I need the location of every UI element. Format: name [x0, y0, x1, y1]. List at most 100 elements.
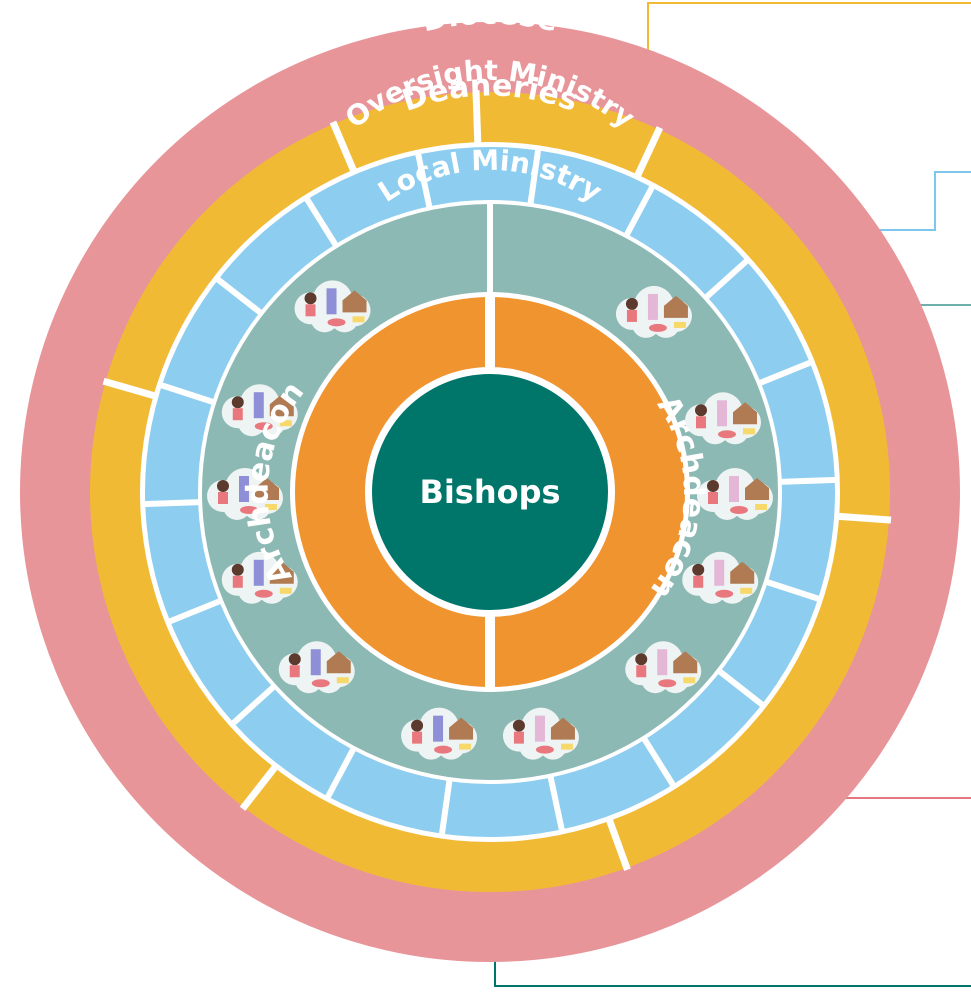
market-icon — [327, 318, 346, 327]
family-icon — [217, 480, 229, 492]
oversight-divider — [414, 151, 433, 209]
school-icon — [743, 428, 756, 435]
community-cluster — [207, 468, 283, 520]
oversight-divider — [303, 196, 339, 248]
community-cluster — [682, 551, 759, 604]
community-clusters — [207, 280, 773, 760]
bishops-label: Bishops — [419, 473, 560, 511]
family-icon — [635, 653, 648, 666]
church-icon — [647, 293, 658, 320]
community-cluster — [221, 384, 298, 437]
church-icon — [310, 649, 321, 676]
community-cluster — [278, 641, 355, 694]
community-cluster — [697, 468, 773, 520]
house-icon — [673, 651, 698, 674]
church-icon — [433, 715, 444, 742]
family-icon — [289, 665, 300, 678]
community-cluster — [221, 551, 298, 604]
deaneries-divider — [102, 377, 157, 400]
oversight-divider — [214, 276, 264, 316]
oversight-divider — [167, 597, 223, 625]
deaneries-divider — [836, 512, 892, 524]
market-icon — [648, 323, 667, 332]
community-cluster — [401, 707, 478, 760]
house-icon — [745, 478, 769, 500]
school-icon — [740, 587, 753, 594]
house-icon — [326, 651, 351, 674]
oversight-divider — [547, 775, 566, 833]
oversight-divider — [527, 147, 542, 206]
family-icon — [304, 292, 317, 305]
family-icon — [692, 563, 705, 576]
house-icon — [449, 717, 474, 740]
church-icon — [253, 392, 264, 419]
church-icon — [534, 715, 545, 742]
deaneries-divider — [239, 764, 279, 811]
school-icon — [352, 316, 365, 323]
market-icon — [535, 745, 554, 754]
oversight-divider — [703, 257, 750, 301]
family-icon — [626, 309, 637, 322]
family-icon — [231, 396, 244, 409]
market-icon — [434, 745, 453, 754]
oversight-divider — [143, 499, 201, 508]
family-icon — [708, 492, 718, 504]
market-icon — [730, 506, 748, 514]
market-icon — [254, 589, 273, 598]
deaneries-divider — [329, 120, 358, 174]
family-icon — [512, 719, 525, 732]
market-icon — [240, 506, 258, 514]
family-icon — [707, 480, 719, 492]
market-icon — [715, 589, 734, 598]
family-icon — [305, 304, 316, 317]
church-icon — [253, 559, 264, 586]
family-icon — [288, 653, 301, 666]
church-icon — [326, 288, 337, 315]
oversight-divider — [716, 668, 766, 708]
family-icon — [695, 404, 708, 417]
family-icon — [232, 408, 243, 421]
market-icon — [311, 679, 330, 688]
oversight-divider — [779, 476, 837, 485]
church-icon — [714, 559, 725, 586]
market-icon — [658, 679, 677, 688]
family-icon — [412, 731, 423, 744]
house-icon — [269, 394, 294, 417]
school-icon — [336, 677, 349, 684]
community-cluster — [502, 707, 579, 760]
family-icon — [636, 665, 647, 678]
family-icon — [411, 719, 424, 732]
oversight-divider — [324, 746, 357, 800]
bishops-core — [372, 374, 608, 610]
church-icon — [717, 400, 728, 427]
school-icon — [683, 677, 696, 684]
deaneries-divider — [472, 90, 482, 145]
church-icon — [657, 649, 668, 676]
oversight-divider — [159, 381, 216, 406]
school-icon — [755, 504, 767, 510]
market-icon — [718, 430, 737, 439]
school-icon — [265, 504, 277, 510]
market-icon — [254, 422, 273, 431]
deaneries-divider — [605, 817, 631, 871]
oversight-divider — [230, 683, 277, 727]
segment-dividers — [102, 90, 892, 871]
family-icon — [625, 297, 638, 310]
oversight-divider — [641, 736, 677, 788]
family-icon — [232, 575, 243, 588]
church-icon — [729, 476, 739, 502]
house-icon — [733, 402, 758, 425]
school-icon — [279, 420, 292, 427]
oversight-divider — [764, 578, 821, 603]
house-icon — [550, 717, 575, 740]
family-icon — [231, 563, 244, 576]
family-icon — [513, 731, 524, 744]
community-cluster — [685, 392, 762, 445]
oversight-divider — [623, 184, 656, 238]
family-icon — [693, 575, 704, 588]
oversight-divider — [757, 359, 813, 387]
house-icon — [342, 290, 367, 313]
community-cluster — [625, 641, 702, 694]
